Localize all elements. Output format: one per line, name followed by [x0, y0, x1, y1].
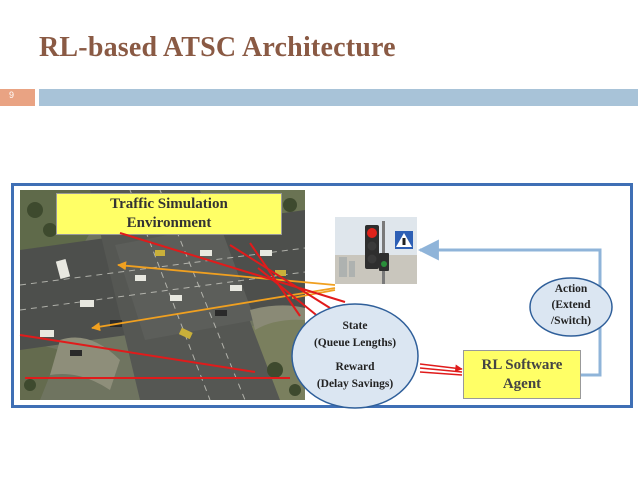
state-line: State [342, 320, 368, 332]
title-underline-bar [39, 89, 638, 106]
action-ellipse [529, 277, 613, 337]
state-line: (Queue Lengths) [313, 336, 397, 349]
action-line: /Switch) [550, 315, 592, 328]
action-line: Action [554, 283, 588, 295]
action-line: (Extend [551, 299, 591, 312]
environment-label: Traffic Simulation Environment [56, 193, 282, 235]
traffic-signal-photo [335, 217, 417, 284]
state-line [290, 351, 420, 359]
state-reward-text: State (Queue Lengths) Reward (Delay Savi… [290, 318, 420, 393]
state-reward-ellipse [291, 303, 419, 409]
reward-line: Reward [335, 361, 375, 374]
slide-number-box [0, 89, 35, 106]
agent-label-line1: RL Software [481, 356, 563, 373]
pedestrian-crossing-sign [395, 231, 413, 249]
slide-title: RL-based ATSC Architecture [39, 32, 396, 63]
rl-agent-box: RL Software Agent [463, 350, 581, 399]
slide-number: 9 [9, 90, 15, 100]
environment-label-line1: Traffic Simulation [110, 196, 228, 213]
reward-line: (Delay Savings) [316, 378, 394, 391]
environment-label-line2: Environment [126, 215, 212, 231]
action-text: Action (Extend /Switch) [528, 281, 614, 329]
agent-label-line2: Agent [502, 375, 542, 392]
